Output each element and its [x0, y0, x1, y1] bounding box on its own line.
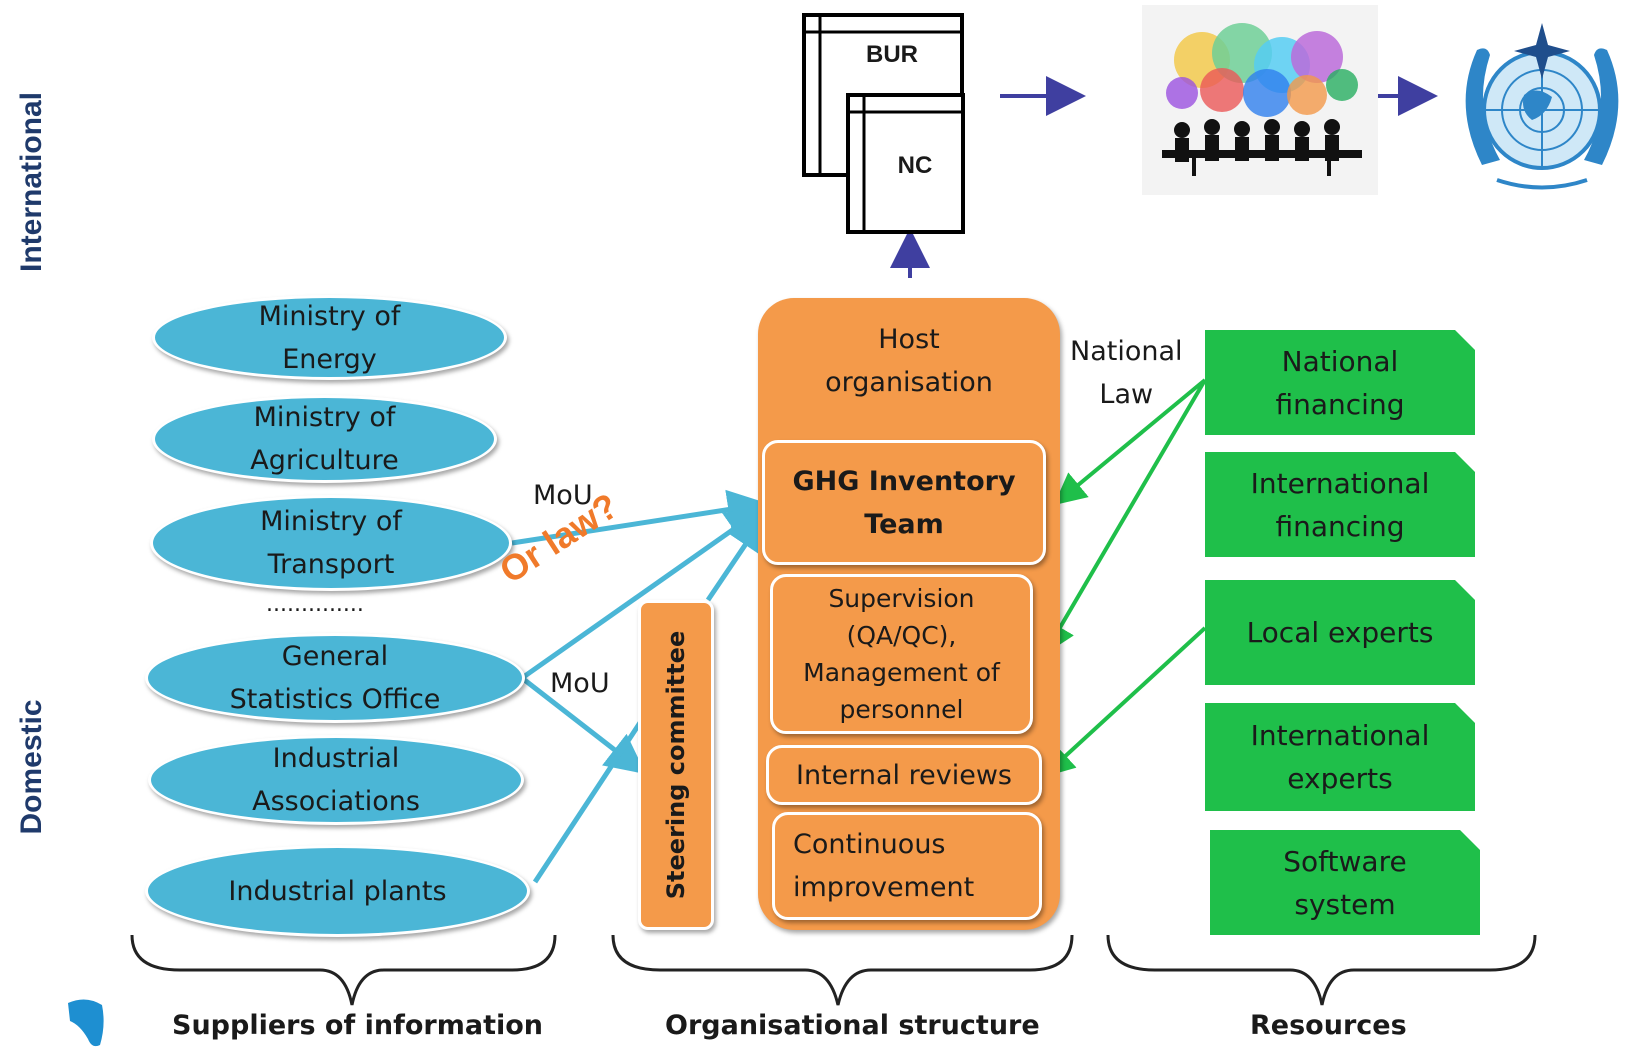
un-emblem: [1465, 23, 1619, 190]
national-law-label: National Law: [1070, 336, 1183, 410]
mou-gso-line: [520, 506, 767, 681]
meeting-illustration: [1142, 5, 1378, 195]
industrial-plants-ellipse: Industrial plants: [145, 845, 530, 937]
steering-committee-label: Steering committee: [662, 630, 690, 900]
logo-icon: [68, 999, 104, 1047]
report-documents: BUR NC: [802, 13, 965, 234]
brace-resources: [1106, 934, 1537, 1006]
mou-transport-line: [511, 489, 768, 546]
brace-suppliers: [130, 934, 557, 1006]
supervision-box: Supervision (QA/QC), Management of perso…: [770, 574, 1033, 734]
brace-organisation: [611, 934, 1074, 1006]
plants-line: [532, 698, 658, 884]
organisational-structure-label: Organisational structure: [665, 1010, 1040, 1041]
experts-to-reviews-line: [1042, 626, 1207, 778]
resources-label: Resources: [1250, 1010, 1407, 1041]
host-organisation-label: Host organisation: [825, 324, 993, 398]
law-to-supervision-line: [1043, 378, 1207, 655]
mou-label-bottom: MoU: [550, 668, 610, 699]
law-to-ghg-line: [1053, 378, 1207, 506]
internal-reviews-box: Internal reviews: [766, 745, 1042, 805]
bur-label: BUR: [866, 41, 918, 68]
mou-label-top: MoU: [533, 480, 593, 511]
suppliers-of-information-label: Suppliers of information: [172, 1010, 543, 1041]
steering-committee-box: Steering committee: [638, 600, 714, 930]
nc-label: NC: [898, 152, 933, 179]
steering-to-ghg-line: [705, 511, 768, 602]
more-suppliers-dots: ..............: [266, 592, 364, 617]
local-experts-box: Local experts: [1205, 580, 1475, 685]
